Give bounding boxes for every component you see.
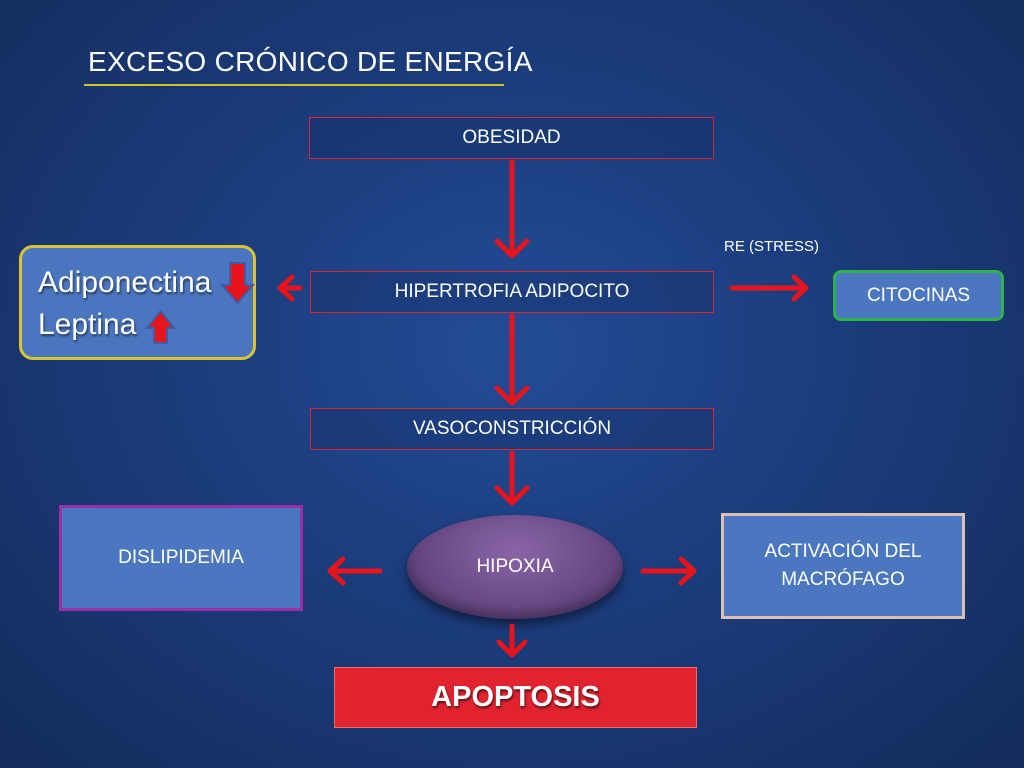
arrow-hipoxia-to-apoptosis — [496, 623, 528, 658]
node-hipertrofia-label: HIPERTROFIA ADIPOCITO — [394, 281, 630, 302]
arrow-obesidad-to-hipertrofia — [494, 159, 530, 259]
node-citocinas-label: CITOCINAS — [866, 284, 971, 306]
arrow-hipertrofia-to-citocinas — [729, 274, 809, 302]
leptina-label: Leptina — [38, 308, 137, 341]
node-citocinas: CITOCINAS — [833, 270, 1004, 321]
node-vasoconstriccion-label: VASOCONSTRICCIÓN — [412, 418, 612, 439]
arrow-hipertrofia-to-vasoconstriccion — [494, 313, 530, 406]
title-underline — [84, 84, 504, 86]
node-activacion-macrofago: ACTIVACIÓN DEL MACRÓFAGO — [721, 513, 965, 619]
node-dislipidemia: DISLIPIDEMIA — [59, 505, 303, 611]
arrow-vasoconstriccion-to-hipoxia — [494, 450, 530, 506]
node-vasoconstriccion: VASOCONSTRICCIÓN — [310, 408, 714, 450]
node-apoptosis-label: APOPTOSIS — [431, 681, 600, 713]
adipokines-box: Adiponectina Leptina — [19, 245, 256, 360]
node-dislipidemia-label: DISLIPIDEMIA — [118, 547, 244, 568]
arrow-hipertrofia-to-adipokines — [277, 274, 303, 302]
node-hipertrofia-adipocito: HIPERTROFIA ADIPOCITO — [310, 271, 714, 313]
slide-title: EXCESO CRÓNICO DE ENERGÍA — [88, 46, 533, 77]
node-hipoxia: HIPOXIA — [407, 515, 623, 619]
node-apoptosis: APOPTOSIS — [334, 667, 697, 728]
node-obesidad: OBESIDAD — [309, 117, 714, 159]
arrow-hipoxia-to-dislipidemia — [327, 556, 383, 586]
node-macrofago-label: ACTIVACIÓN DEL MACRÓFAGO — [764, 541, 922, 590]
node-hipoxia-label: HIPOXIA — [476, 556, 554, 577]
stress-edge-label: RE (STRESS) — [724, 238, 820, 255]
arrow-hipoxia-to-macrofago — [640, 556, 697, 586]
adiponectina-label: Adiponectina — [38, 266, 212, 299]
node-obesidad-label: OBESIDAD — [462, 127, 561, 148]
